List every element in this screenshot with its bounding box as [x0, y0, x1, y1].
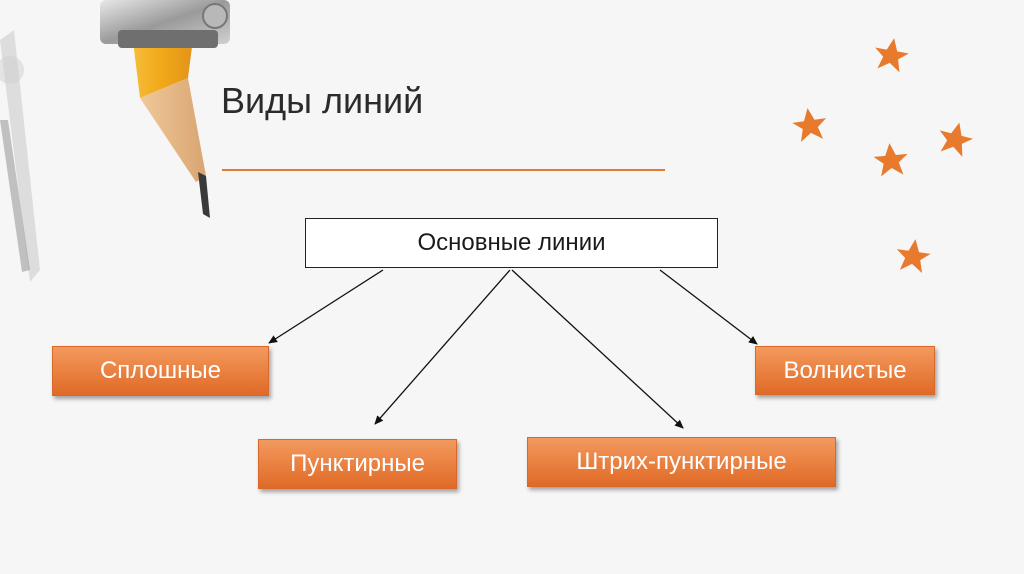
page-title: Виды линий [221, 80, 424, 121]
node-shtrih-punkt: Штрих-пунктирные [527, 437, 836, 487]
arrow-to-volnist [659, 269, 758, 345]
node-label: Пунктирные [290, 450, 425, 477]
arrow-to-splosh [268, 269, 384, 344]
node-punkt: Пунктирные [258, 439, 457, 489]
node-volnist: Волнистые [755, 346, 935, 395]
root-node: Основные линии [305, 218, 718, 268]
node-splosh: Сплошные [52, 346, 269, 396]
pencil-compass-illustration [0, 0, 230, 282]
arrow-to-punkt [374, 269, 511, 425]
node-label: Волнистые [783, 356, 907, 384]
title-underline [222, 169, 665, 171]
node-label: Штрих-пунктирные [576, 448, 787, 475]
root-node-label: Основные линии [417, 229, 606, 256]
arrow-to-shtrih [511, 269, 684, 429]
node-label: Сплошные [99, 357, 222, 384]
